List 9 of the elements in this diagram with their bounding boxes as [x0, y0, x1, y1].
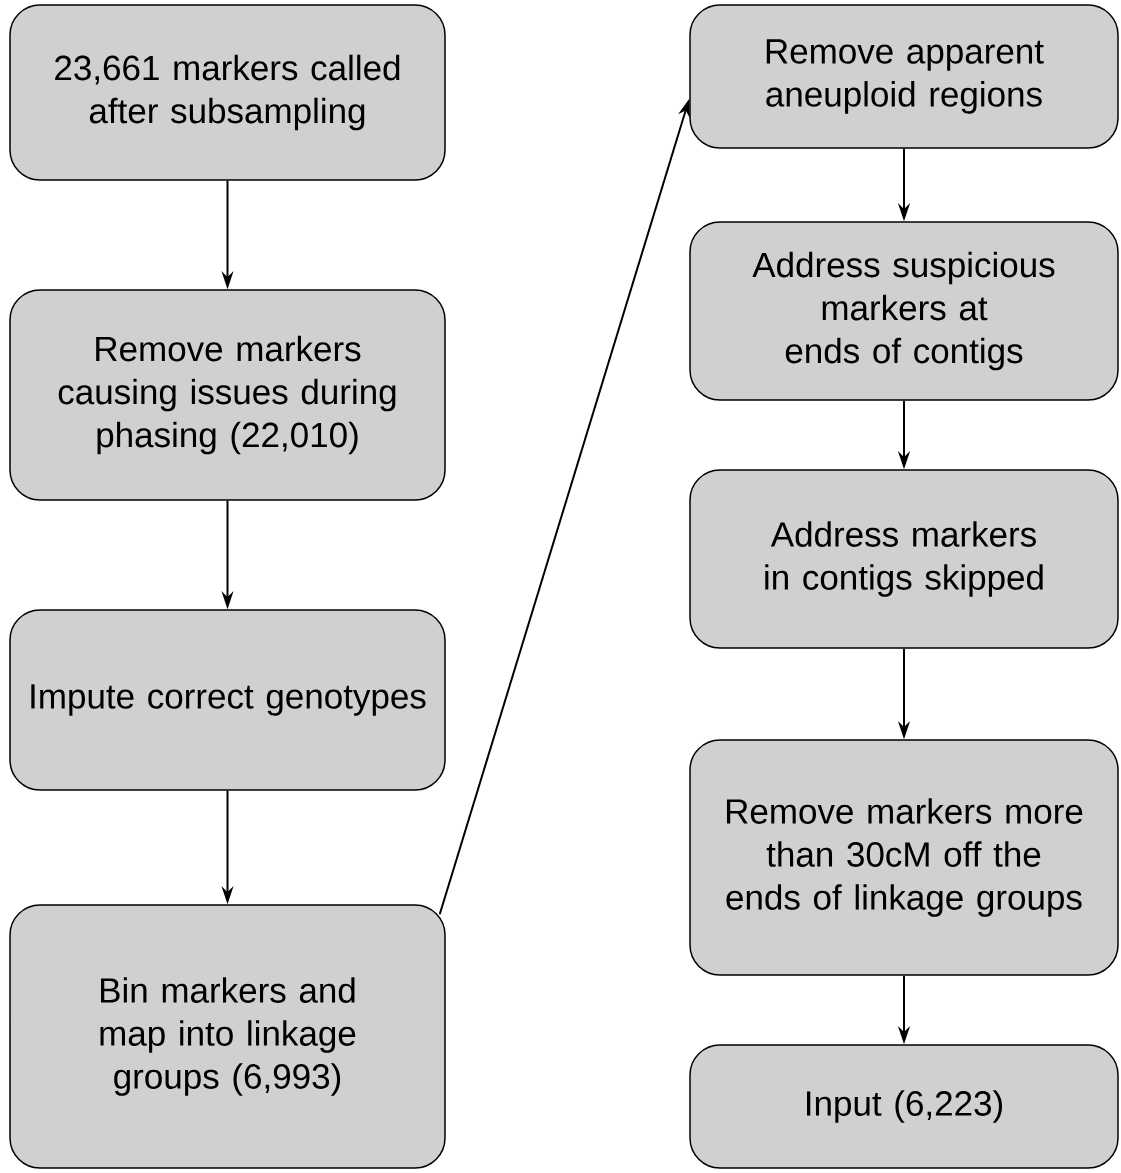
process-box: Input (6,223)	[689, 1044, 1119, 1169]
process-box: Impute correct genotypes	[9, 609, 446, 791]
process-box: Address suspicious markers at ends of contigs	[689, 221, 1119, 401]
process-box: Remove apparent aneuploid regions	[689, 4, 1119, 149]
process-box: 23,661 markers called after subsampling	[9, 4, 446, 181]
process-box: Remove markers causing issues during phasing (22,010)	[9, 289, 446, 501]
process-box: Bin markers and map into linkage groups (6,993)	[9, 904, 446, 1169]
process-box: Remove markers more than 30cM off the ends of linkage groups	[689, 739, 1119, 976]
process-box: Address markers in contigs skipped	[689, 469, 1119, 649]
